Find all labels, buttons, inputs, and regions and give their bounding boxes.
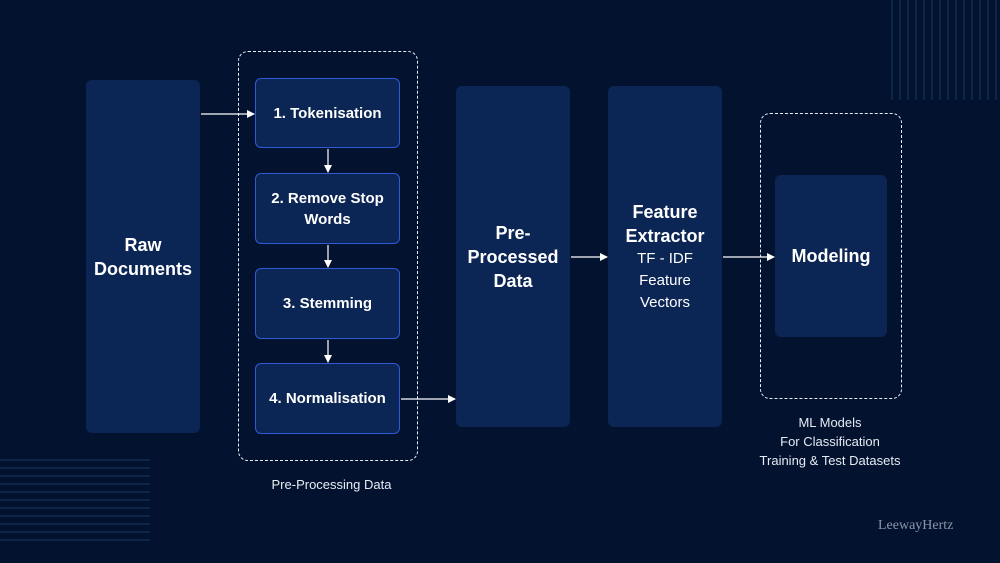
node-feature-extractor: Feature Extractor TF - IDF Feature Vecto… bbox=[608, 86, 722, 427]
caption-ml-models-line-3: Training & Test Datasets bbox=[759, 453, 901, 468]
node-modeling-label: Modeling bbox=[791, 246, 871, 266]
step-stemming: 3. Stemming bbox=[255, 268, 400, 339]
step-normalisation: 4. Normalisation bbox=[255, 363, 400, 434]
node-modeling: Modeling bbox=[775, 175, 887, 337]
step-remove-stop-words: 2. Remove Stop Words bbox=[255, 173, 400, 244]
caption-ml-models-line-1: ML Models bbox=[798, 415, 862, 430]
step-stemming-label: 3. Stemming bbox=[282, 295, 373, 312]
node-feature-extractor-subtitle: TF - IDF Feature Vectors bbox=[637, 249, 693, 311]
brand-watermark: LeewayHertz bbox=[878, 518, 954, 533]
node-feature-extractor-title: Feature Extractor bbox=[625, 201, 705, 246]
node-preprocessed-data: Pre-Processed Data bbox=[456, 86, 570, 427]
step-tokenisation-label: 1. Tokenisation bbox=[273, 104, 382, 122]
node-raw-documents: Raw Documents bbox=[86, 80, 200, 433]
step-normalisation-label: 4. Normalisation bbox=[269, 390, 386, 407]
node-preprocessed-data-label: Pre-Processed Data bbox=[467, 222, 559, 291]
caption-preprocessing: Pre-Processing Data bbox=[271, 477, 392, 492]
step-remove-stop-words-label: 2. Remove Stop Words bbox=[271, 189, 384, 228]
group-preprocessing bbox=[238, 51, 418, 461]
step-tokenisation: 1. Tokenisation bbox=[255, 78, 400, 148]
group-modeling bbox=[760, 113, 902, 399]
caption-ml-models: ML Models For Classification Training & … bbox=[730, 413, 930, 470]
node-raw-documents-label: Raw Documents bbox=[93, 234, 192, 279]
caption-ml-models-line-2: For Classification bbox=[780, 434, 880, 449]
